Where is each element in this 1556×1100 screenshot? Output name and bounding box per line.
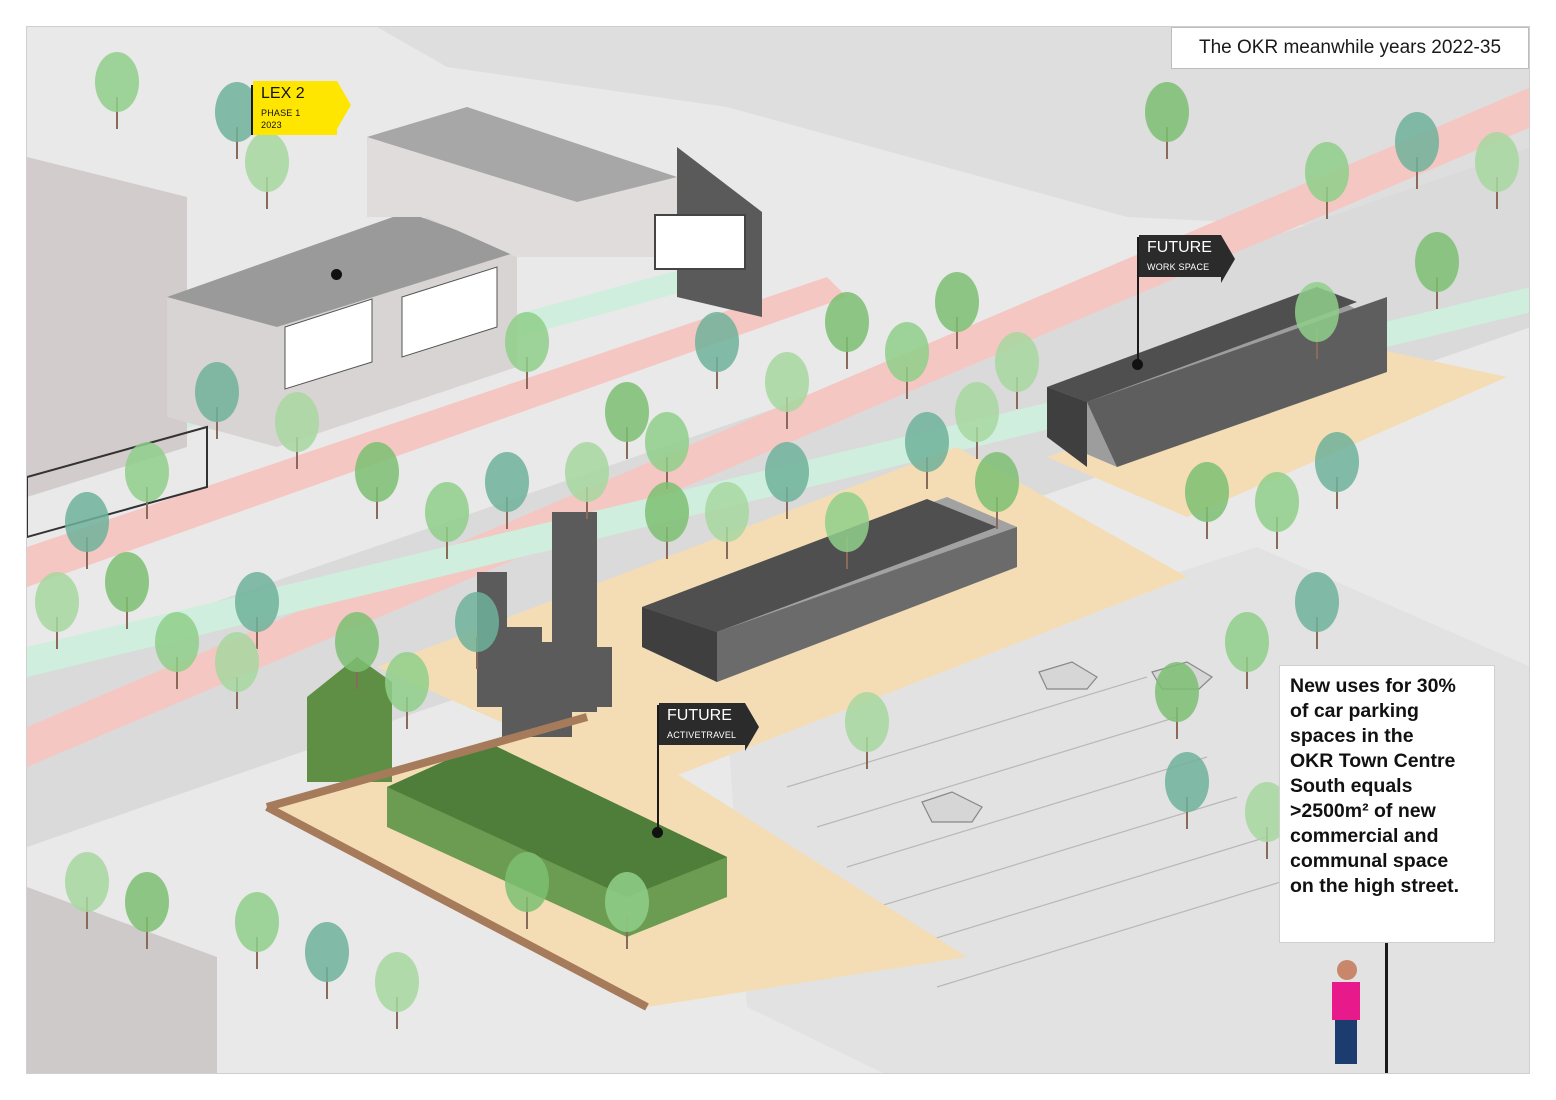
page-title-text: The OKR meanwhile years 2022-35 [1198, 37, 1502, 58]
tree-canopy [645, 412, 689, 472]
activetravel-flag-pole [657, 705, 659, 835]
tree-canopy [65, 852, 109, 912]
tree-canopy [215, 632, 259, 692]
workspace-flag-pole [1137, 237, 1139, 367]
tree-canopy [765, 442, 809, 502]
tree-canopy [275, 392, 319, 452]
callout-pole [1385, 943, 1388, 1073]
tree-canopy [1255, 472, 1299, 532]
lex2-flag-year: 2023 [261, 120, 282, 130]
tree-canopy [65, 492, 109, 552]
tree-canopy [305, 922, 349, 982]
page-title: The OKR meanwhile years 2022-35 [1171, 27, 1529, 69]
tree-canopy [1305, 142, 1349, 202]
callout-line: >2500m² of new [1290, 800, 1436, 822]
callout-line: South equals [1290, 775, 1413, 797]
tree-canopy [1185, 462, 1229, 522]
illustration-frame: The OKR meanwhile years 2022-35 LEX 2 PH… [26, 26, 1530, 1074]
brick-wall-2 [265, 803, 649, 1011]
tree-canopy [35, 572, 79, 632]
tree-canopy [935, 272, 979, 332]
tree-canopy [1315, 432, 1359, 492]
tree-canopy [195, 362, 239, 422]
tree-canopy [125, 442, 169, 502]
tree-canopy [1245, 782, 1289, 842]
cycle-lane-left [27, 277, 847, 587]
tree-canopy [235, 892, 279, 952]
tree-canopy [825, 292, 869, 352]
tree-canopy [505, 852, 549, 912]
tree-canopy [385, 652, 429, 712]
callout-line: New uses for 30% [1290, 675, 1456, 697]
tree-canopy [995, 332, 1039, 392]
activetravel-flag-title: FUTURE [667, 707, 732, 724]
tree-canopy [355, 442, 399, 502]
activetravel-flag: FUTURE ACTIVETRAVEL [659, 703, 759, 751]
workspace-flag-subtitle: WORK SPACE [1147, 262, 1210, 272]
tree-canopy [645, 482, 689, 542]
tree-canopy [155, 612, 199, 672]
tree-canopy [565, 442, 609, 502]
tree-canopy [1225, 612, 1269, 672]
plaza-right [1047, 347, 1507, 517]
lex2-building [167, 107, 762, 447]
tree-canopy [605, 872, 649, 932]
callout-line: OKR Town Centre [1290, 750, 1456, 772]
callout-line: of car parking [1290, 700, 1419, 722]
upper-road [377, 27, 1529, 227]
tree-canopy [235, 572, 279, 632]
workspace-marker-dot [1132, 359, 1143, 370]
parking-lines [786, 676, 1298, 988]
tree-canopy [245, 132, 289, 192]
tree-canopy [1165, 752, 1209, 812]
tree-canopy [605, 382, 649, 442]
callout-line: on the high street. [1290, 875, 1460, 897]
tree-canopy [705, 482, 749, 542]
callout-line: spaces in the [1290, 725, 1414, 747]
lex2-flag-title: LEX 2 [261, 85, 305, 102]
tree-canopy [215, 82, 259, 142]
tree-canopy [1395, 112, 1439, 172]
tree-canopy [425, 482, 469, 542]
tree-canopy [455, 592, 499, 652]
tree-canopy [505, 312, 549, 372]
lex2-marker-dot [331, 269, 342, 280]
trees [35, 52, 1519, 1029]
lower-left-building [27, 887, 217, 1073]
tree-canopy [1475, 132, 1519, 192]
workspace-flag-title: FUTURE [1147, 239, 1212, 256]
tree-canopy [485, 452, 529, 512]
tree-canopy [1145, 82, 1189, 142]
tree-canopy [905, 412, 949, 472]
lex2-flag: LEX 2 PHASE 1 2023 [253, 81, 351, 135]
presenter-figure [1332, 960, 1360, 1064]
tree-canopy [125, 872, 169, 932]
tree-canopy [105, 552, 149, 612]
tree-canopy [885, 322, 929, 382]
hammer-building [642, 497, 1017, 682]
activetravel-flag-subtitle: ACTIVETRAVEL [667, 730, 737, 740]
parking-callout: New uses for 30% of car parking spaces i… [1279, 665, 1495, 943]
lex-flag-pole [251, 85, 253, 135]
lex2-flag-phase: PHASE 1 [261, 108, 301, 118]
brick-wall [265, 713, 589, 811]
activetravel-marker-dot [652, 827, 663, 838]
tree-canopy [955, 382, 999, 442]
tree-canopy [765, 352, 809, 412]
workspace-flag: FUTURE WORK SPACE [1139, 235, 1235, 283]
tree-canopy [375, 952, 419, 1012]
tree-canopy [1155, 662, 1199, 722]
left-building [27, 157, 187, 497]
callout-line: communal space [1290, 850, 1449, 872]
tree-canopy [695, 312, 739, 372]
callout-line: commercial and [1290, 825, 1439, 847]
tree-canopy [95, 52, 139, 112]
tree-canopy [1295, 572, 1339, 632]
tree-canopy [1415, 232, 1459, 292]
tree-canopy [845, 692, 889, 752]
tree-canopy [975, 452, 1019, 512]
tree-canopy [335, 612, 379, 672]
tree-canopy [825, 492, 869, 552]
tree-canopy [1295, 282, 1339, 342]
